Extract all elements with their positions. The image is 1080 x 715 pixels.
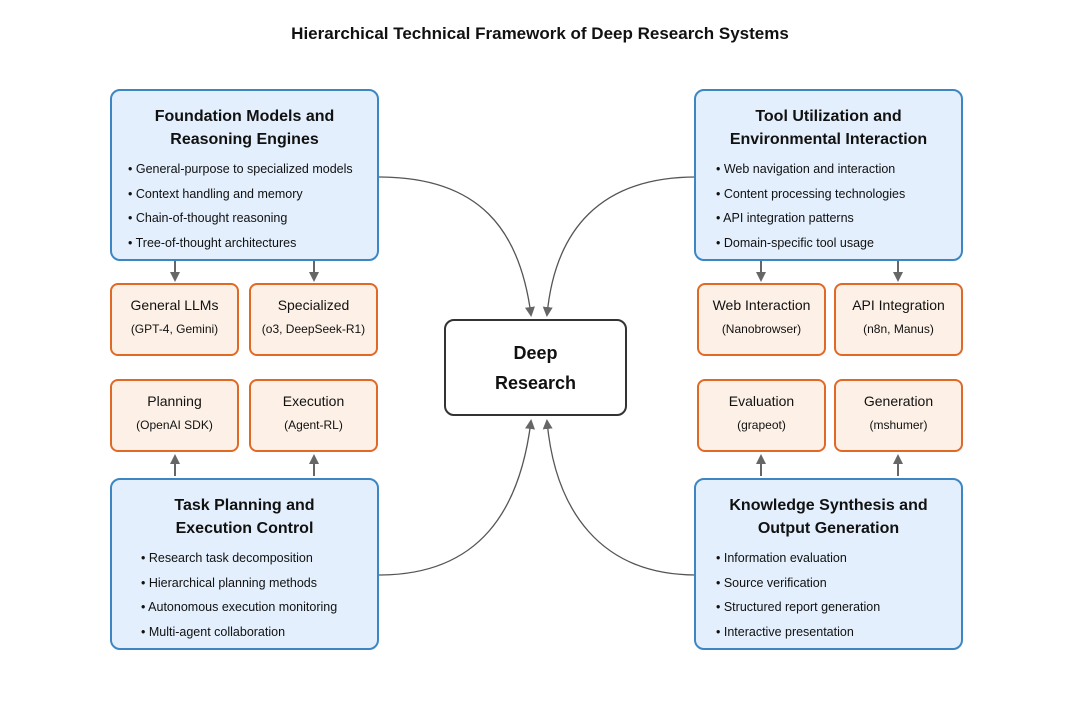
list-item: • Structured report generation	[716, 600, 881, 614]
evaluation-box: Evaluation (grapeot)	[697, 379, 826, 452]
foundation-to-center-connector	[378, 176, 535, 317]
foundation-models-box: Foundation Models and Reasoning Engines …	[110, 89, 379, 261]
knowledge-synthesis-list: • Information evaluation • Source verifi…	[716, 546, 961, 644]
foundation-models-title: Foundation Models and Reasoning Engines	[154, 108, 335, 148]
list-item: • Tree-of-thought architectures	[128, 235, 297, 250]
tool-utilization-title: Tool Utilization and Environmental Inter…	[729, 108, 928, 148]
planning-to-center-connector	[378, 419, 535, 576]
generation-box: Generation (mshumer)	[834, 379, 963, 452]
task-planning-title: Task Planning and Execution Control	[174, 497, 315, 537]
list-item: • Content processing technologies	[716, 186, 906, 201]
list-item: • Web navigation and interaction	[716, 162, 896, 176]
execution-box: Execution (Agent-RL)	[249, 379, 378, 452]
tool-utilization-list: • Web navigation and interaction • Conte…	[716, 157, 961, 255]
knowledge-synthesis-title: Knowledge Synthesis and Output Generatio…	[729, 497, 928, 537]
list-item: • Multi-agent collaboration	[141, 624, 286, 639]
list-item: • Interactive presentation	[716, 624, 854, 639]
specialized-box: Specialized (o3, DeepSeek-R1)	[249, 283, 378, 356]
list-item: • Context handling and memory	[128, 186, 303, 201]
list-item: • Information evaluation	[716, 551, 847, 565]
list-item: • Domain-specific tool usage	[716, 235, 874, 250]
list-item: • Hierarchical planning methods	[141, 575, 317, 590]
list-item: • Autonomous execution monitoring	[141, 600, 338, 614]
list-item: • API integration patterns	[716, 211, 854, 225]
synthesis-to-center-connector	[542, 419, 697, 576]
general-llms-box: General LLMs (GPT-4, Gemini)	[110, 283, 239, 356]
task-planning-list: • Research task decomposition • Hierarch…	[141, 546, 377, 644]
list-item: • Research task decomposition	[141, 551, 313, 565]
list-item: • Chain-of-thought reasoning	[128, 211, 288, 225]
planning-box: Planning (OpenAI SDK)	[110, 379, 239, 452]
foundation-models-list: • General-purpose to specialized models …	[128, 157, 377, 255]
tool-to-center-connector	[542, 176, 697, 317]
diagram-title: Hierarchical Technical Framework of Deep…	[291, 24, 789, 43]
center-label-line1: Deep	[513, 342, 558, 363]
deep-research-center-box: Deep Research	[444, 319, 627, 416]
web-interaction-box: Web Interaction (Nanobrowser)	[697, 283, 826, 356]
list-item: • General-purpose to specialized models	[128, 162, 353, 176]
task-planning-box: Task Planning and Execution Control • Re…	[110, 478, 379, 650]
knowledge-synthesis-box: Knowledge Synthesis and Output Generatio…	[694, 478, 963, 650]
tool-utilization-box: Tool Utilization and Environmental Inter…	[694, 89, 963, 261]
list-item: • Source verification	[716, 575, 827, 590]
api-integration-box: API Integration (n8n, Manus)	[834, 283, 963, 356]
center-label-line2: Research	[494, 372, 577, 393]
